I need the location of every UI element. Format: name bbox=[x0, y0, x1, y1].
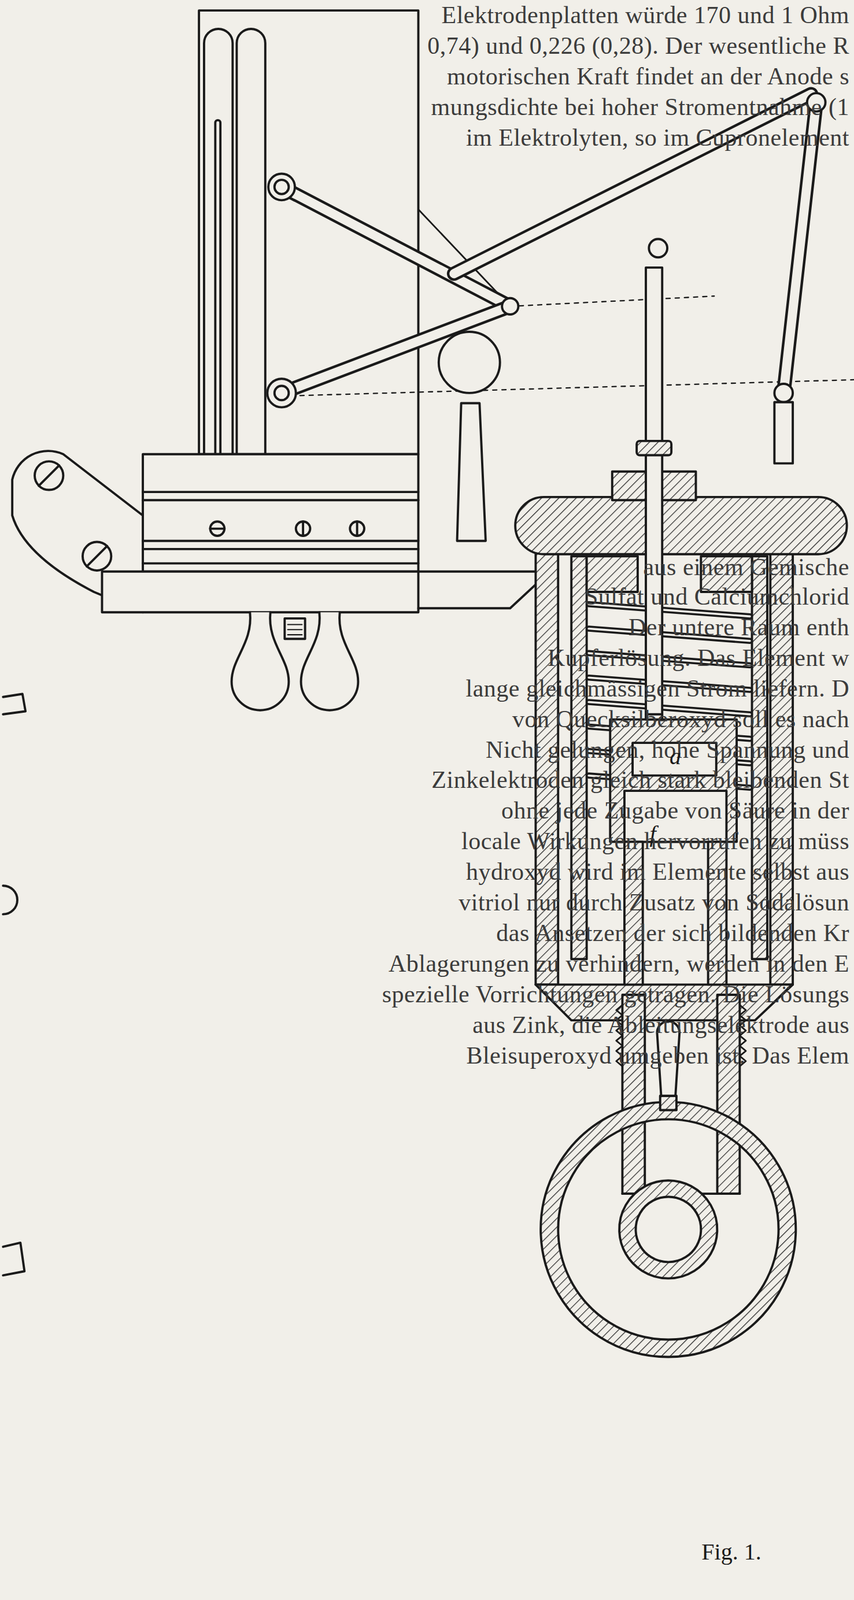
text-fragment: Sulfat und Calciumchlorid bbox=[584, 582, 850, 612]
text-fragment: Elektrodenplatten würde 170 und 1 Ohm bbox=[441, 0, 850, 30]
figure-caption: Fig. 1. bbox=[701, 1538, 761, 1567]
text-fragment: mungsdichte bei hoher Stromentnahme (1 bbox=[430, 92, 850, 122]
text-fragment: im Elektrolyten, so im Cupronelement bbox=[466, 123, 850, 153]
text-fragment: aus einem Gemische bbox=[642, 552, 850, 582]
post bbox=[457, 403, 486, 542]
bulb bbox=[301, 612, 359, 711]
edge-stub bbox=[2, 885, 18, 915]
edge-stub bbox=[2, 693, 26, 715]
text-fragment: Bleisuperoxyd umgeben ist. Das Elem bbox=[466, 1041, 850, 1071]
text-fragment: Der untere Raum enth bbox=[628, 612, 850, 642]
counterweight bbox=[438, 331, 501, 394]
bulb bbox=[231, 612, 290, 711]
text-fragment: von Quecksilberoxyd soll es nach bbox=[512, 704, 850, 734]
base-block bbox=[142, 454, 419, 572]
text-fragment: spezielle Vorrichtungen getragen. Die Lö… bbox=[382, 980, 850, 1009]
text-fragment: Zinkelektroden gleich stark bleibenden S… bbox=[431, 765, 850, 795]
text-fragment: lange gleichmässigen Strom liefern. D bbox=[466, 674, 850, 704]
text-fragment: das Ansetzen der sich bildenden Kr bbox=[496, 918, 850, 948]
text-fragment: locale Wirkungen hervorrufen zu müss bbox=[461, 826, 850, 856]
text-fragment: Kupferlösung. Das Element w bbox=[547, 643, 850, 673]
text-fragment: hydroxyd wird im Elemente selbst aus bbox=[466, 857, 850, 887]
arm bbox=[418, 571, 539, 609]
text-fragment: Ablagerungen zu verhindern, werden in de… bbox=[388, 949, 850, 979]
edge-stub bbox=[2, 1243, 25, 1276]
text-fragment: aus Zink, die Ableitungselektrode aus bbox=[472, 1010, 850, 1040]
base-plate bbox=[101, 571, 419, 613]
ring-section bbox=[540, 1102, 796, 1358]
text-fragment: motorischen Kraft findet an der Anode s bbox=[446, 61, 850, 91]
text-fragment: 0,74) und 0,226 (0,28). Der wesentliche … bbox=[427, 31, 850, 61]
coil-loop bbox=[236, 28, 265, 455]
text-fragment: Nicht gelungen, hohe Spannung und bbox=[485, 735, 850, 765]
text-fragment: ohne jede Zugabe von Säure in der bbox=[501, 796, 850, 826]
text-fragment: vitriol nur durch Zusatz von Sodalösun bbox=[458, 888, 850, 918]
coil-loop bbox=[204, 28, 233, 455]
tube-section bbox=[619, 1180, 717, 1279]
nut bbox=[284, 618, 305, 639]
cap bbox=[515, 497, 848, 555]
